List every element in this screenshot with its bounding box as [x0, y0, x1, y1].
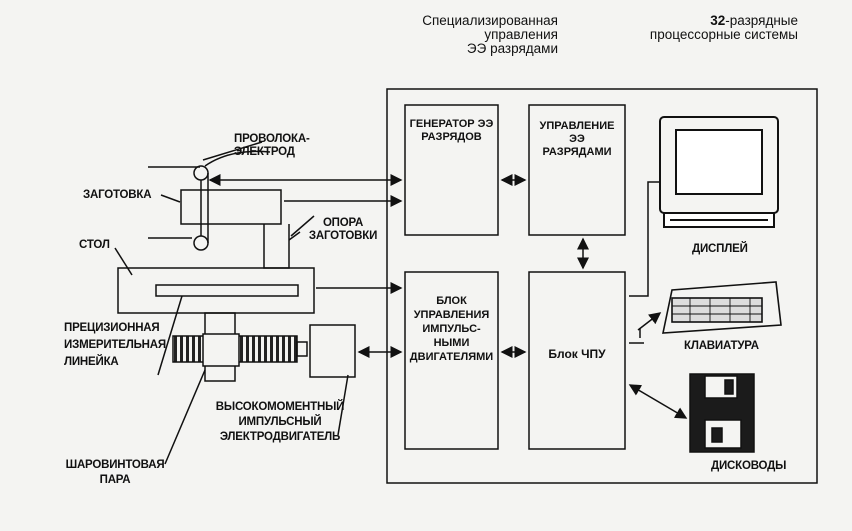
precision-scale: [155, 284, 299, 297]
specialized-systems-heading: Специализированная управления ЭЭ разряда…: [400, 14, 558, 56]
discharge-control-block: [528, 104, 626, 236]
motor-control-label: БЛОК УПРАВЛЕНИЯ ИМПУЛЬС- НЫМИ ДВИГАТЕЛЯМ…: [409, 295, 494, 363]
keyboard-label: КЛАВИАТУРА: [684, 340, 759, 352]
floppy-disk-icon: [689, 373, 755, 453]
workpiece-label: ЗАГОТОВКА: [83, 189, 152, 201]
cpu-bits-suffix: -разрядные: [725, 13, 798, 28]
generator-block: [404, 104, 499, 236]
keyboard-icon: [662, 281, 782, 334]
specialized-line-2: управления: [484, 27, 558, 42]
drives-label: ДИСКОВОДЫ: [711, 460, 787, 472]
cpu-systems-heading: 32-разрядные процессорные системы: [598, 14, 798, 42]
monitor-icon: [659, 116, 779, 228]
motor-control-block: [404, 271, 499, 450]
cpu-bits: 32: [710, 13, 726, 28]
motor-label: ВЫСОКОМОМЕНТНЫЙ ИМПУЛЬСНЫЙ ЭЛЕКТРОДВИГАТ…: [215, 401, 345, 443]
display-label: ДИСПЛЕЙ: [692, 243, 748, 255]
precision-scale-label: ПРЕЦИЗИОННАЯ ИЗМЕРИТЕЛЬНАЯ ЛИНЕЙКА: [64, 322, 166, 368]
table: [117, 267, 315, 314]
cnc-label: Блок ЧПУ: [548, 347, 606, 361]
generator-label: ГЕНЕРАТОР ЭЭ РАЗРЯДОВ: [409, 118, 494, 143]
ballscrew-label: ШАРОВИНТОВАЯ ПАРА: [65, 459, 165, 486]
specialized-line-1: Специализированная: [422, 13, 558, 28]
discharge-control-label: УПРАВЛЕНИЕ ЭЭ РАЗРЯДАМИ: [539, 120, 615, 158]
cpu-line-2: процессорные системы: [649, 27, 798, 42]
wire-electrode-label: ПРОВОЛОКА- ЭЛЕКТРОД: [234, 133, 310, 158]
processor-frame: [386, 88, 818, 484]
workpiece-support-label: ОПОРА ЗАГОТОВКИ: [308, 217, 378, 242]
cnc-block: [528, 271, 626, 450]
motor: [309, 324, 356, 378]
specialized-line-3: ЭЭ разрядами: [466, 41, 558, 56]
table-label: СТОЛ: [79, 239, 110, 251]
workpiece: [180, 189, 282, 225]
